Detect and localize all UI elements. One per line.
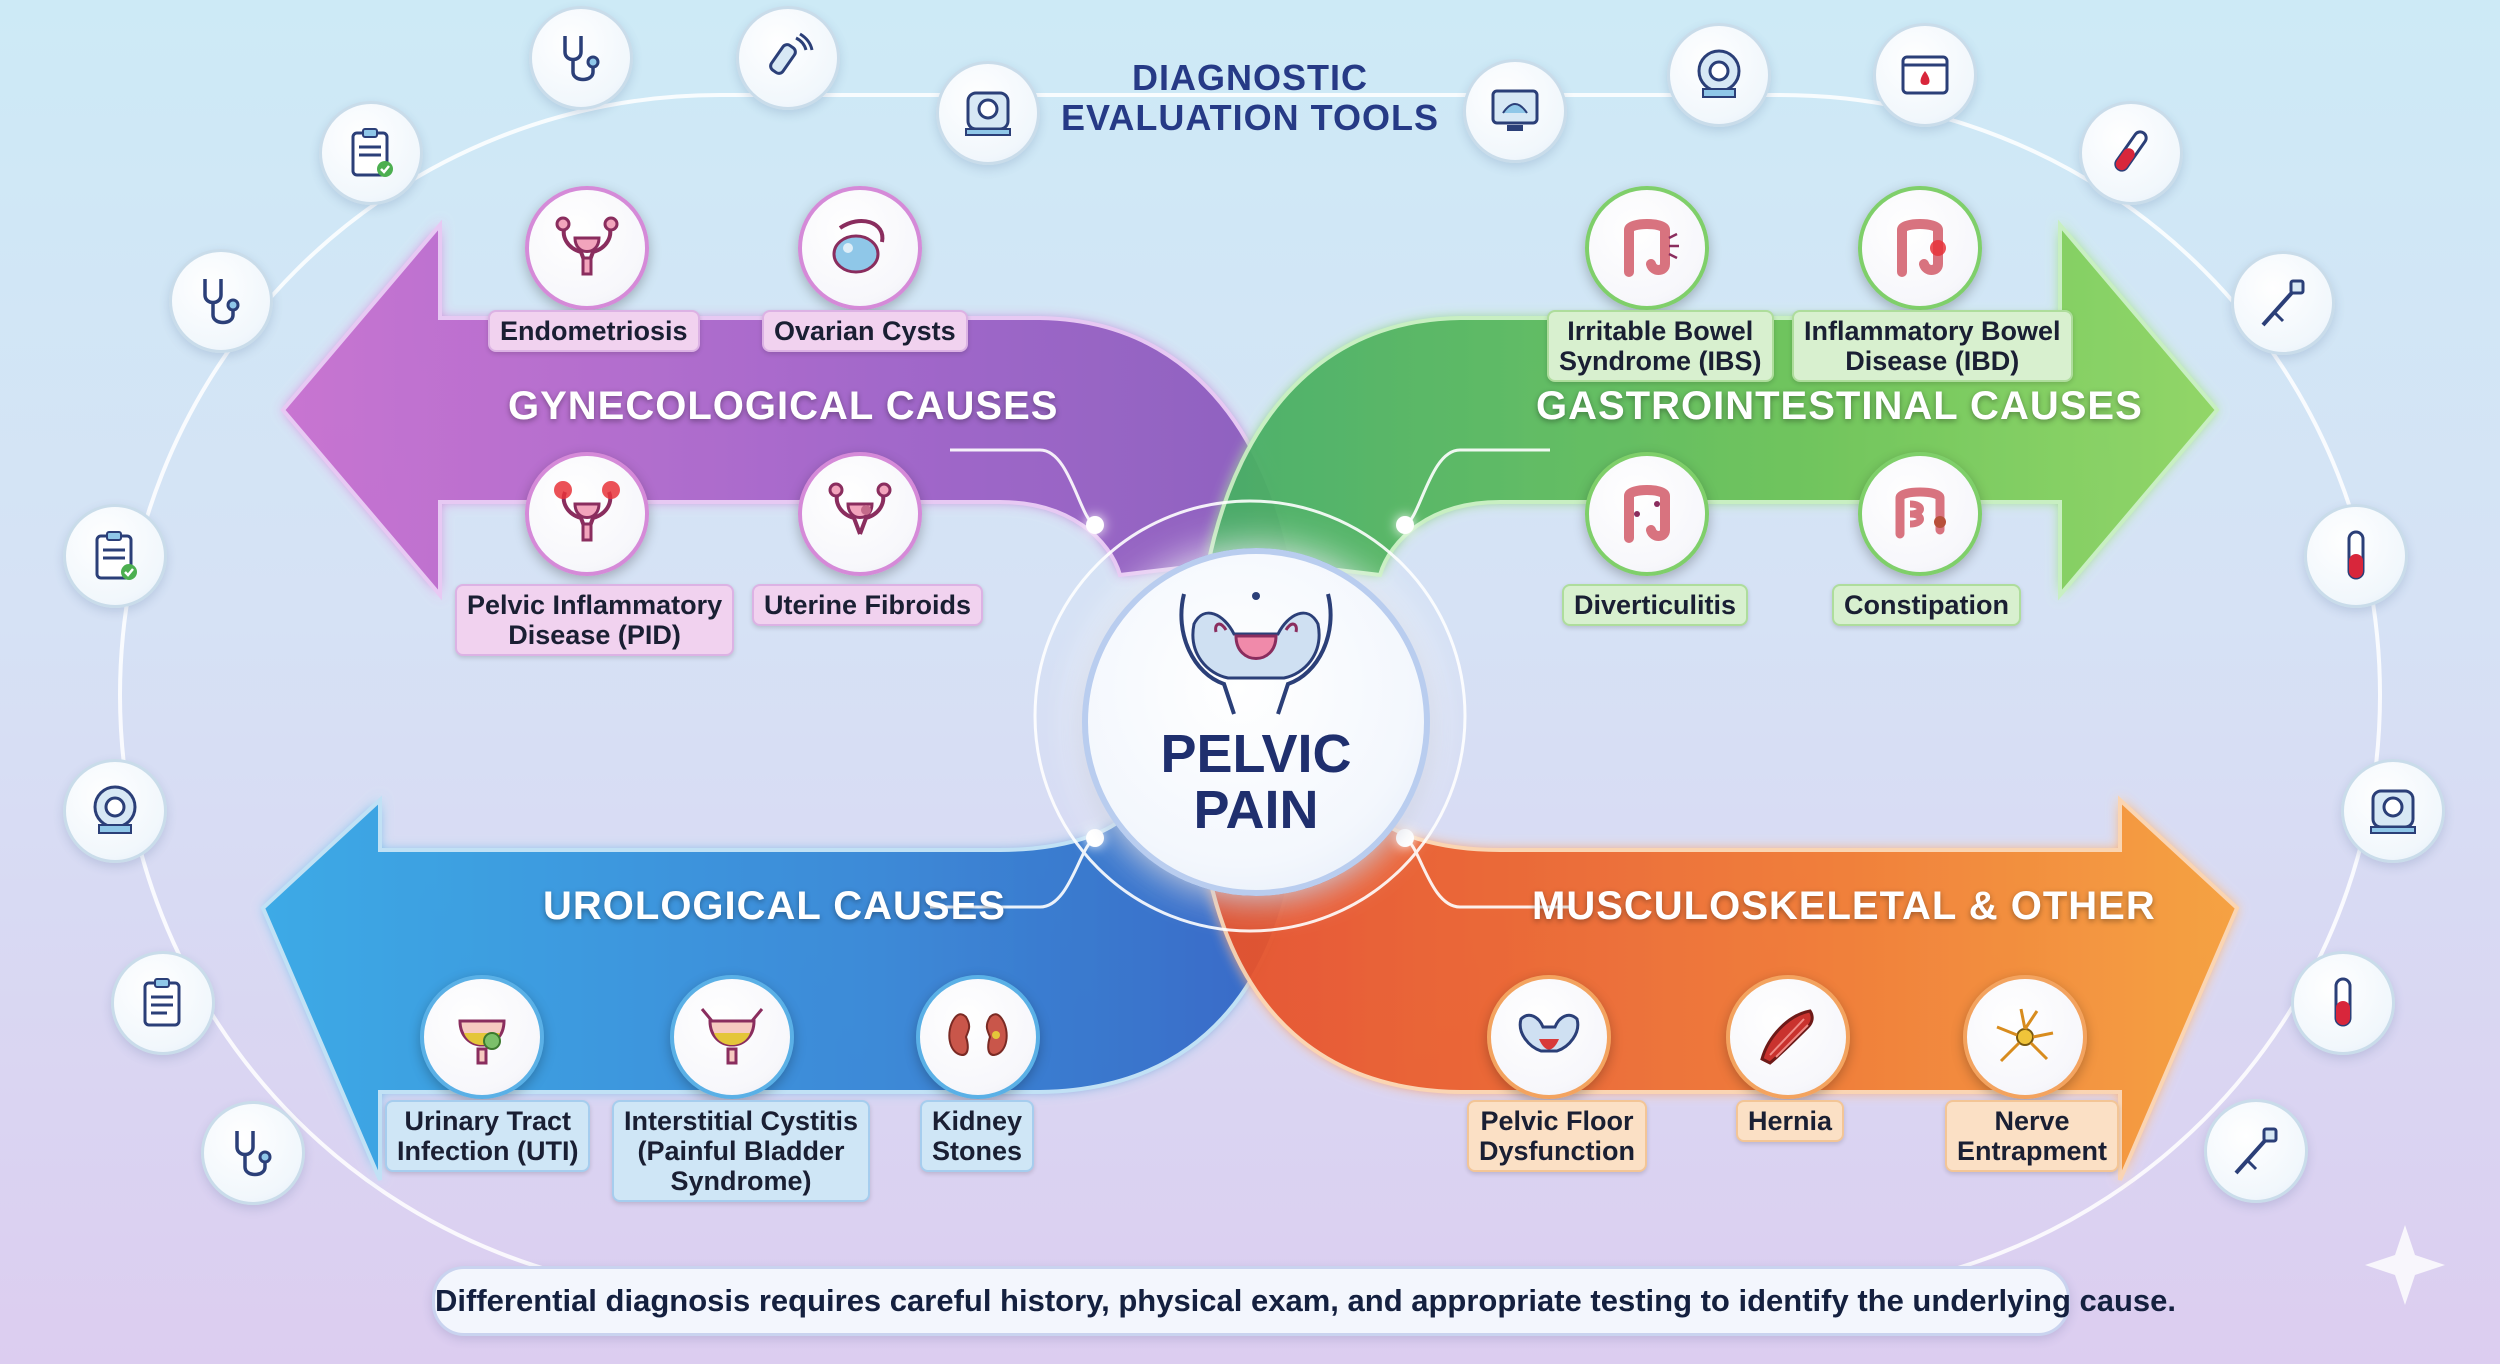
muscle-icon <box>1726 975 1850 1099</box>
condition-label: Kidney Stones <box>920 1100 1035 1172</box>
condition-label-line: Dysfunction <box>1479 1136 1636 1166</box>
center-title-line2: PAIN <box>1193 780 1319 840</box>
stethoscope-icon <box>169 249 273 353</box>
intestine-icon <box>1858 452 1982 576</box>
condition-label-line: Stones <box>932 1136 1023 1166</box>
condition-label-line: Pelvic Inflammatory <box>467 590 723 620</box>
condition-label-line: Entrapment <box>1957 1136 2108 1166</box>
test-tube-icon <box>2291 951 2395 1055</box>
condition-label-line: (Painful Bladder <box>637 1136 845 1166</box>
condition-label: Endometriosis <box>488 310 700 352</box>
endoscope-icon <box>2231 251 2335 355</box>
condition-label: Constipation <box>1832 584 2021 626</box>
connector-nodes <box>1086 516 1414 847</box>
condition-label-line: Disease (IBD) <box>1845 346 2020 376</box>
musculoskeletal-title: MUSCULOSKELETAL & OTHER <box>1532 884 2156 928</box>
bladder-bacteria-icon <box>420 975 544 1099</box>
inflamed-colon-icon <box>1858 186 1982 310</box>
checklist-icon <box>63 504 167 608</box>
test-tube-icon <box>2304 504 2408 608</box>
center-title-line1: PELVIC <box>1160 724 1352 784</box>
condition-label-line: Pelvic Floor <box>1480 1106 1634 1136</box>
footer-note: Differential diagnosis requires careful … <box>432 1266 2176 1336</box>
condition-label-line: Urinary Tract <box>404 1106 572 1136</box>
condition-label: Irritable Bowel Syndrome (IBS) <box>1547 310 1774 382</box>
condition-label-line: Kidney <box>932 1106 1023 1136</box>
blood-test-icon <box>1873 23 1977 127</box>
ultrasound-monitor-icon <box>1463 59 1567 163</box>
gastrointestinal-title: GASTROINTESTINAL CAUSES <box>1536 384 2143 428</box>
checklist-icon <box>111 951 215 1055</box>
colon-icon <box>1585 186 1709 310</box>
nerve-icon <box>1963 975 2087 1099</box>
pelvis-muscle-icon <box>1487 975 1611 1099</box>
uterus-icon <box>525 186 649 310</box>
condition-label: Pelvic Inflammatory Disease (PID) <box>455 584 735 656</box>
bladder-icon <box>670 975 794 1099</box>
condition-label: Diverticulitis <box>1562 584 1749 626</box>
condition-label: Pelvic Floor Dysfunction <box>1467 1100 1648 1172</box>
colon-icon <box>1585 452 1709 576</box>
condition-label-line: Syndrome (IBS) <box>1559 346 1762 376</box>
pelvis-icon <box>1179 592 1333 715</box>
condition-label-line: Disease (PID) <box>508 620 681 650</box>
condition-label: Urinary Tract Infection (UTI) <box>385 1100 591 1172</box>
ultrasound-probe-icon <box>736 6 840 110</box>
gynecological-title: GYNECOLOGICAL CAUSES <box>508 384 1059 428</box>
mri-scanner-icon <box>2341 759 2445 863</box>
condition-label: Ovarian Cysts <box>762 310 968 352</box>
urological-title: UROLOGICAL CAUSES <box>543 884 1006 928</box>
condition-label: Interstitial Cystitis (Painful Bladder S… <box>612 1100 871 1202</box>
inflamed-uterus-icon <box>525 452 649 576</box>
condition-label-line: Infection (UTI) <box>397 1136 579 1166</box>
tools-title: DIAGNOSTIC EVALUATION TOOLS <box>1050 58 1450 138</box>
checklist-icon <box>319 101 423 205</box>
ct-scanner-icon <box>936 61 1040 165</box>
condition-label: Hernia <box>1736 1100 1845 1142</box>
uterus-fibroid-icon <box>798 452 922 576</box>
condition-label: Nerve Entrapment <box>1945 1100 2120 1172</box>
center-node: PELVIC PAIN <box>1082 548 1430 896</box>
condition-label: Uterine Fibroids <box>752 584 984 626</box>
stethoscope-icon <box>529 6 633 110</box>
ovary-cyst-icon <box>798 186 922 310</box>
test-tube-icon <box>2079 101 2183 205</box>
condition-label-line: Nerve <box>1994 1106 2070 1136</box>
kidney-icon <box>916 975 1040 1099</box>
condition-label-line: Interstitial Cystitis <box>624 1106 859 1136</box>
condition-label: Inflammatory Bowel Disease (IBD) <box>1792 310 2073 382</box>
stethoscope-icon <box>201 1101 305 1205</box>
tools-title-line1: DIAGNOSTIC <box>1131 57 1368 98</box>
condition-label-line: Inflammatory Bowel <box>1804 316 2061 346</box>
condition-label-line: Irritable Bowel <box>1567 316 1754 346</box>
endoscope-icon <box>2204 1099 2308 1203</box>
center-title: PELVIC PAIN <box>1088 726 1424 838</box>
sparkle-icon <box>2365 1225 2445 1305</box>
condition-label-line: Syndrome) <box>670 1166 812 1196</box>
mri-scanner-icon <box>1667 23 1771 127</box>
tools-title-line2: EVALUATION TOOLS <box>1060 97 1439 138</box>
mri-scanner-icon <box>63 759 167 863</box>
